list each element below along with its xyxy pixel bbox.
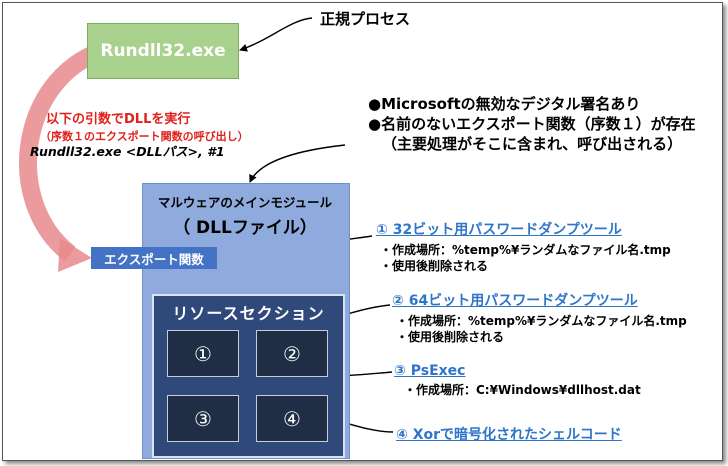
- resource-item-3: ③ PsExec ・作成場所：C:¥Windows¥dllhost.dat: [394, 363, 641, 398]
- dll-characteristics: ●Microsoftの無効なデジタル署名あり ●名前のないエクスポート関数（序数…: [368, 94, 696, 154]
- big-curved-arrowhead: [58, 238, 92, 272]
- execution-note-line2: （序数１のエクスポート関数の呼び出し）: [40, 130, 249, 143]
- resource-item-4: ④ Xorで暗号化されたシェルコード: [396, 424, 622, 444]
- legit-process-arrow: [239, 17, 313, 52]
- resource-detail-2a: ・作成場所：%temp%¥ランダムなファイル名.tmp: [396, 314, 687, 328]
- execution-note-line1: 以下の引数でDLLを実行: [46, 112, 191, 127]
- resource-cell-3: ③: [167, 395, 239, 442]
- export-function-box: エクスポート関数: [91, 247, 217, 269]
- resource-label-1: ① 32ビット用パスワードダンプツール: [376, 222, 622, 238]
- bullets-arrow: [249, 144, 346, 183]
- big-curved-arrow: [19, 39, 115, 262]
- main-module-title: マルウェアのメインモジュール （ DLLファイル）: [142, 192, 348, 238]
- bullet-line-2: ●名前のないエクスポート関数（序数１）が存在: [368, 115, 696, 133]
- execution-command: Rundll32.exe <DLLパス>, #1: [30, 144, 225, 159]
- resource-cell-2: ②: [256, 330, 328, 377]
- resource-label-3: ③ PsExec: [394, 363, 466, 379]
- execution-note: 以下の引数でDLLを実行 （序数１のエクスポート関数の呼び出し）: [40, 108, 249, 144]
- resource-detail-2b: ・使用後削除される: [396, 330, 505, 344]
- resource-item-1: ① 32ビット用パスワードダンプツール ・作成場所：%temp%¥ランダムなファ…: [376, 219, 671, 274]
- resource-label-4: ④ Xorで暗号化されたシェルコード: [396, 427, 622, 443]
- rundll32-label: Rundll32.exe: [100, 41, 226, 61]
- resource-section-title: リソースセクション: [172, 304, 325, 323]
- bullet-line-1: ●Microsoftの無効なデジタル署名あり: [368, 95, 641, 113]
- legit-process-label: 正規プロセス: [320, 10, 411, 28]
- rundll32-box: Rundll32.exe: [87, 23, 239, 79]
- main-module-title-line: マルウェアのメインモジュール: [157, 195, 333, 210]
- resource-cell-4: ④: [256, 395, 328, 442]
- export-function-label: エクスポート関数: [104, 251, 204, 267]
- resource-item-2: ② 64ビット用パスワードダンプツール ・作成場所：%temp%¥ランダムなファ…: [392, 290, 687, 345]
- resource-detail-1b: ・使用後削除される: [380, 259, 489, 273]
- bullet-line-3: （主要処理がそこに含まれ、呼び出される）: [382, 135, 683, 153]
- resource-detail-1a: ・作成場所：%temp%¥ランダムなファイル名.tmp: [380, 243, 671, 257]
- resource-cell-1: ①: [167, 330, 239, 377]
- resource-label-2: ② 64ビット用パスワードダンプツール: [392, 293, 638, 309]
- main-module-subtitle: （ DLLファイル）: [173, 218, 317, 238]
- resource-detail-3a: ・作成場所：C:¥Windows¥dllhost.dat: [404, 383, 641, 397]
